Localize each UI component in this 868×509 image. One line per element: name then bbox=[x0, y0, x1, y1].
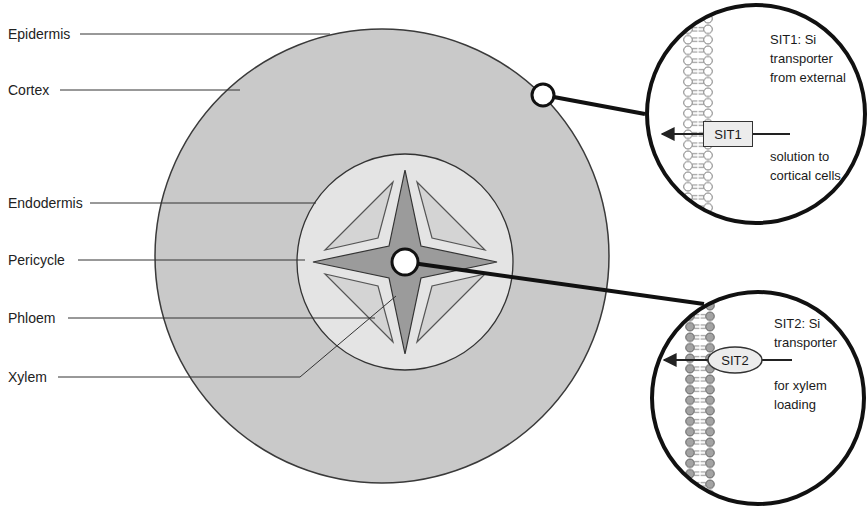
zoom-marker bbox=[532, 84, 554, 106]
transporter-box: SIT1 bbox=[703, 121, 753, 147]
zoom-line bbox=[405, 262, 704, 304]
phloem-wedge bbox=[417, 274, 485, 342]
callout-outline bbox=[652, 292, 864, 504]
part-label: Endodermis bbox=[8, 194, 83, 212]
callout-outline bbox=[650, 290, 866, 506]
callout-text: SIT2: Si transporter bbox=[774, 314, 864, 352]
oval-outline bbox=[708, 347, 762, 373]
leader-line bbox=[58, 296, 396, 377]
leader-line bbox=[78, 260, 305, 261]
zoom-marker bbox=[392, 249, 418, 275]
callout-text: solution to cortical cells bbox=[770, 147, 860, 185]
stele-endodermis bbox=[297, 154, 513, 370]
transporter-label: SIT2 bbox=[721, 353, 748, 368]
callout-ground bbox=[652, 292, 864, 504]
leader-lines bbox=[58, 34, 396, 377]
part-label: Cortex bbox=[8, 81, 49, 99]
lipid-bilayer bbox=[683, 3, 713, 225]
phloem-wedge bbox=[325, 274, 393, 342]
callout-text: SIT1: Si transporter from external bbox=[770, 30, 860, 87]
callout-ground bbox=[647, 5, 865, 223]
leader-line bbox=[68, 318, 375, 319]
part-label: Phloem bbox=[8, 309, 55, 327]
zoom-line bbox=[543, 95, 645, 114]
phloem-wedge bbox=[325, 182, 393, 250]
part-label: Epidermis bbox=[8, 25, 70, 43]
lipid-bilayer bbox=[685, 290, 715, 506]
leader-line bbox=[60, 90, 240, 91]
callout-circle: SIT1: Si transporter from external soluti… bbox=[645, 3, 867, 225]
phloem-wedge bbox=[417, 182, 485, 250]
transporter-label: SIT1 bbox=[714, 127, 741, 142]
part-label: Pericycle bbox=[8, 251, 65, 269]
callout-text: for xylem loading bbox=[774, 376, 864, 414]
callout-outline bbox=[647, 5, 865, 223]
leader-line bbox=[90, 203, 316, 204]
callout-outline bbox=[645, 3, 867, 225]
part-label: Xylem bbox=[8, 368, 47, 386]
epidermis-cortex bbox=[155, 29, 609, 483]
leader-line bbox=[80, 34, 330, 35]
transporter-oval: SIT2 bbox=[707, 346, 763, 374]
callout-circle: SIT2: Si transporter for xylem loading SIT… bbox=[650, 290, 866, 506]
xylem-star bbox=[313, 170, 497, 354]
